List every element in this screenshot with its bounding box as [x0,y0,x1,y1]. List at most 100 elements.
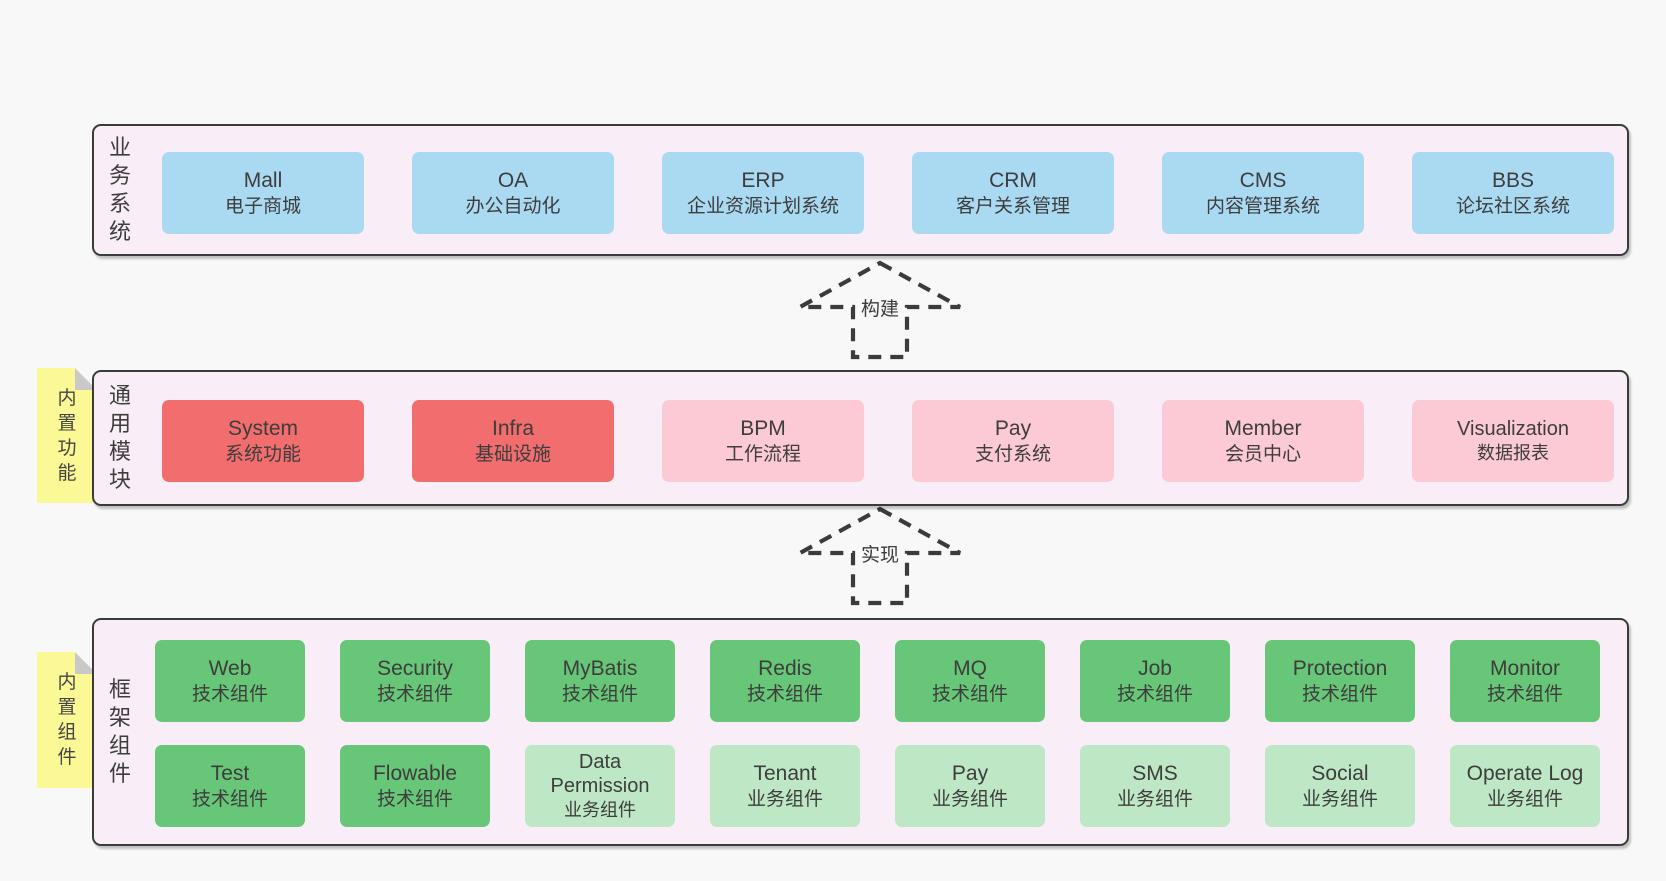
arrow-label-build: 构建 [856,293,904,322]
box-oa: OA 办公自动化 [412,152,614,234]
box-title: OA [497,168,529,192]
dashed-up-arrow-icon [798,506,962,606]
box-title: Flowable [372,761,458,785]
box-subtitle: 论坛社区系统 [1455,195,1570,217]
box-subtitle: 技术组件 [561,683,638,705]
panel-common-modules: 通用模块 System 系统功能 Infra 基础设施 BPM 工作流程 Pay 支付系统 Me… [92,370,1629,506]
box-subtitle: 业务组件 [1486,788,1563,810]
box-bbs: BBS 论坛社区系统 [1412,152,1614,234]
box-title: Protection [1292,656,1388,680]
box-subtitle: 技术组件 [191,683,268,705]
box-subtitle: 技术组件 [191,788,268,810]
box-data-permission: Data Permission 业务组件 [525,745,675,827]
box-subtitle: 数据报表 [1477,443,1549,463]
box-subtitle: 电子商城 [224,195,301,217]
box-title: Visualization [1457,418,1569,440]
panel-label-text: 框架组件 [108,677,131,786]
box-bpm: BPM 工作流程 [662,400,864,482]
box-mybatis: MyBatis 技术组件 [525,640,675,722]
box-operate-log: Operate Log 业务组件 [1450,745,1600,827]
box-title: Web [208,656,252,680]
box-social: Social 业务组件 [1265,745,1415,827]
box-title: Infra [491,416,535,440]
box-subtitle: 业务组件 [1116,788,1193,810]
box-title: Monitor [1489,656,1561,680]
box-infra: Infra 基础设施 [412,400,614,482]
sticky-tag-label: 内置组件 [57,672,77,768]
box-title: Job [1138,656,1172,680]
panel-label-text: 通用模块 [108,383,131,492]
box-subtitle: 基础设施 [474,443,551,465]
box-security: Security 技术组件 [340,640,490,722]
box-subtitle: 系统功能 [224,443,301,465]
box-system: System 系统功能 [162,400,364,482]
box-title: Data Permission [550,751,650,797]
box-title: MQ [953,656,987,680]
box-subtitle: 业务组件 [1301,788,1378,810]
arrow-implement-up: 实现 [790,503,970,608]
box-monitor: Monitor 技术组件 [1450,640,1600,722]
dashed-up-arrow-icon [798,260,962,360]
box-title: Test [210,761,250,785]
box-subtitle: 办公自动化 [465,195,561,217]
box-title: BBS [1491,168,1535,192]
box-subtitle: 会员中心 [1224,443,1301,465]
box-tenant: Tenant 业务组件 [710,745,860,827]
sticky-tag-built-in-components: 内置组件 [37,652,97,788]
box-subtitle: 内容管理系统 [1205,195,1320,217]
box-visualization: Visualization 数据报表 [1412,400,1614,482]
panel-label-text: 业务系统 [108,135,131,244]
box-title: BPM [740,416,786,440]
box-subtitle: 支付系统 [974,443,1051,465]
box-title: Security [377,656,453,680]
box-cms: CMS 内容管理系统 [1162,152,1364,234]
box-title: Tenant [753,761,817,785]
box-protection: Protection 技术组件 [1265,640,1415,722]
box-subtitle: 技术组件 [1301,683,1378,705]
box-subtitle: 客户关系管理 [955,195,1070,217]
box-subtitle: 技术组件 [1486,683,1563,705]
box-subtitle: 技术组件 [746,683,823,705]
arrow-label-implement: 实现 [856,539,904,568]
box-title: Mall [243,168,283,192]
box-member: Member 会员中心 [1162,400,1364,482]
box-subtitle: 技术组件 [931,683,1008,705]
box-subtitle: 工作流程 [724,443,801,465]
box-subtitle: 业务组件 [931,788,1008,810]
panel-framework-components: 框架组件 Web 技术组件 Security 技术组件 MyBatis 技术组件 Redis… [92,618,1629,846]
box-pay: Pay 业务组件 [895,745,1045,827]
box-title: MyBatis [562,656,638,680]
box-flowable: Flowable 技术组件 [340,745,490,827]
box-title: SMS [1132,761,1178,785]
box-title: CMS [1239,168,1287,192]
box-subtitle: 业务组件 [564,800,636,820]
box-mall: Mall 电子商城 [162,152,364,234]
box-title: Pay [951,761,989,785]
box-subtitle: 技术组件 [376,788,453,810]
box-title: CRM [989,168,1037,192]
box-crm: CRM 客户关系管理 [912,152,1114,234]
box-subtitle: 技术组件 [1116,683,1193,705]
box-title: Pay [994,416,1032,440]
box-job: Job 技术组件 [1080,640,1230,722]
box-mq: MQ 技术组件 [895,640,1045,722]
box-title: ERP [741,168,785,192]
box-subtitle: 技术组件 [376,683,453,705]
box-title: Social [1311,761,1369,785]
panel-label-framework-components: 框架组件 [100,620,140,844]
sticky-tag-label: 内置功能 [57,387,77,484]
box-test: Test 技术组件 [155,745,305,827]
panel-label-business-systems: 业务系统 [100,126,140,254]
box-title: Member [1224,416,1302,440]
box-web: Web 技术组件 [155,640,305,722]
box-pay: Pay 支付系统 [912,400,1114,482]
arrow-build-up: 构建 [790,257,970,362]
box-title: System [227,416,298,440]
sticky-tag-built-in-features: 内置功能 [37,368,97,503]
box-title: Redis [758,656,812,680]
box-subtitle: 业务组件 [746,788,823,810]
box-title: Operate Log [1466,761,1584,785]
